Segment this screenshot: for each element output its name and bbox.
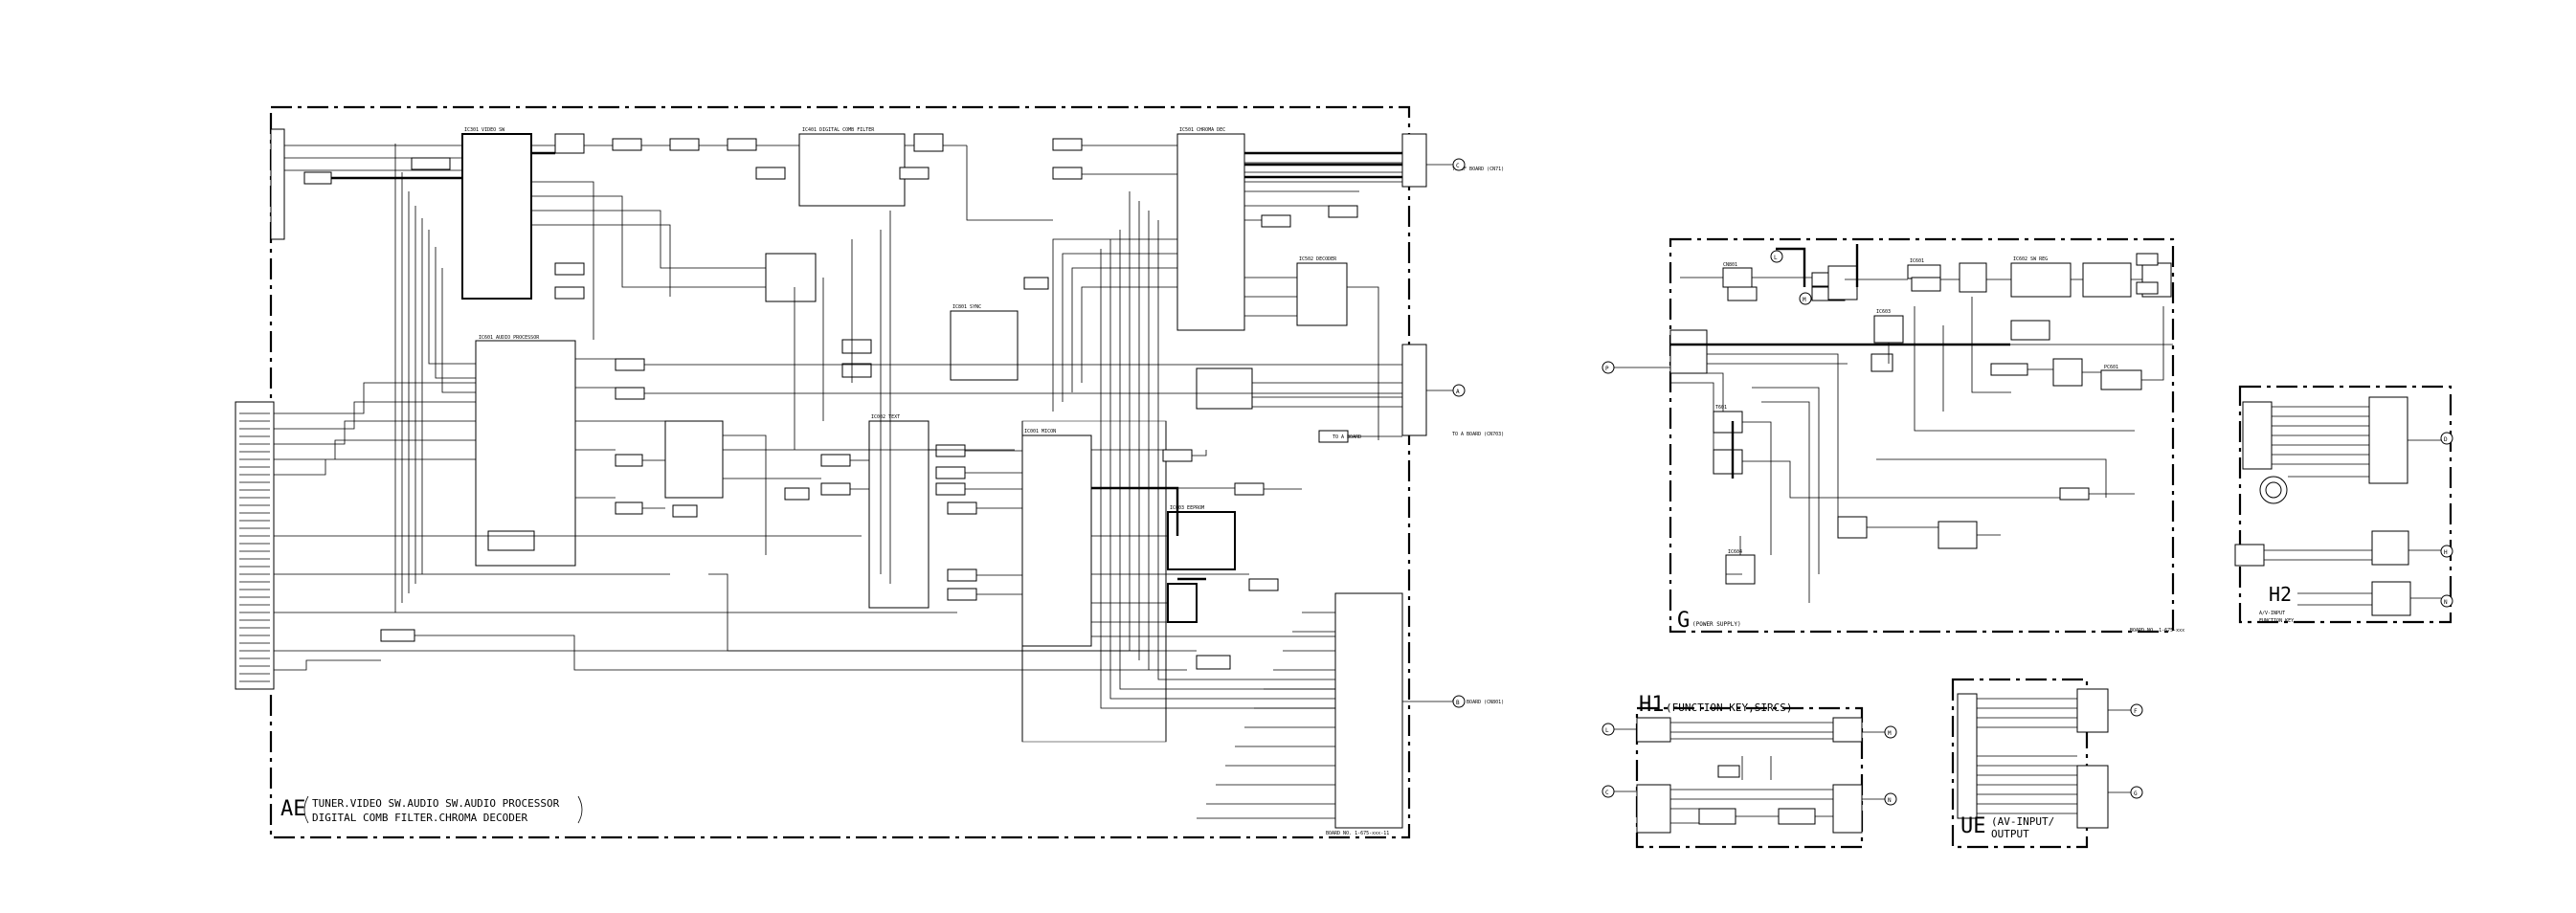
svg-text:M: M — [1888, 730, 1892, 737]
h2-connector-d — [2368, 396, 2408, 484]
connector-b: B — [1402, 695, 1466, 708]
svg-text:IC501 CHROMA DEC: IC501 CHROMA DEC — [1179, 127, 1225, 133]
ic-eeprom — [1167, 511, 1236, 570]
connector-n2: N — [1862, 792, 1897, 806]
ae-connector-a — [1401, 344, 1427, 436]
ae-board-title-2: DIGITAL COMB FILTER.CHROMA DECODER — [312, 812, 528, 824]
connector-f: F — [2108, 703, 2143, 717]
ic-sync — [950, 310, 1019, 381]
connector-g2: G — [2108, 786, 2143, 799]
audio-reset-box — [487, 530, 535, 551]
g-board: CN801 IC601 IC602 SW REG IC603 T601 IC60… — [1602, 237, 2184, 634]
ue-board: UE (AV-INPUT/ OUTPUT F G — [1951, 678, 2143, 849]
g-left-connector — [1669, 329, 1708, 374]
ae-board-code: AE — [280, 797, 306, 821]
ue-board-code: UE — [1960, 814, 1986, 838]
connector-m: M — [1799, 292, 1812, 305]
connector-c2: C — [1602, 785, 1637, 798]
h2-board: H2 A/V-INPUT FUNCTION KEY D H N — [2234, 385, 2453, 624]
svg-text:B: B — [1456, 700, 1460, 706]
connector-p: P — [1602, 361, 1670, 374]
svg-text:IC401 DIGITAL COMB FILTER: IC401 DIGITAL COMB FILTER — [802, 127, 875, 133]
ic-dac — [1196, 367, 1253, 410]
ae-left-connector — [235, 401, 275, 690]
svg-text:BOARD NO. 1-675-xxx: BOARD NO. 1-675-xxx — [2130, 628, 2184, 634]
ic-buffer2 — [913, 133, 944, 152]
svg-text:IC601: IC601 — [1910, 258, 1924, 264]
svg-text:BOARD NO. 1-675-xxx-11: BOARD NO. 1-675-xxx-11 — [1326, 831, 1389, 836]
h1-board-code: H1 — [1639, 693, 1665, 717]
svg-text:TO A BOARD: TO A BOARD — [1333, 434, 1361, 440]
ic-reset — [1167, 583, 1198, 623]
svg-text:IC801 SYNC: IC801 SYNC — [952, 304, 981, 310]
tuner-block — [270, 128, 285, 240]
svg-text:P: P — [1605, 366, 1609, 372]
svg-text:FUNCTION KEY: FUNCTION KEY — [2259, 618, 2294, 624]
svg-text:IC601 AUDIO PROCESSOR: IC601 AUDIO PROCESSOR — [479, 335, 540, 341]
ic-system-micon — [1021, 434, 1092, 647]
svg-text:IC001 MICON: IC001 MICON — [1024, 429, 1056, 434]
svg-text:IC003 EEPROM: IC003 EEPROM — [1170, 505, 1204, 511]
h1-board-title: (FUNCTION KEY,SIRCS) — [1666, 701, 1792, 714]
connector-c-top: C — [1426, 158, 1466, 171]
svg-text:M: M — [1803, 297, 1806, 303]
ic-comb-filter — [798, 133, 906, 207]
svg-text:IC603: IC603 — [1876, 309, 1891, 315]
connector-n: N — [2440, 594, 2453, 608]
ue-board-title-2: OUTPUT — [1991, 828, 2029, 840]
ic-text-decoder — [868, 420, 930, 609]
svg-text:F: F — [2134, 708, 2138, 715]
svg-text:N: N — [1888, 797, 1892, 804]
svg-text:G: G — [2134, 791, 2138, 797]
g-board-code: G — [1677, 609, 1690, 633]
ae-board: IC301 VIDEO SW IC601 AUDIO PROCESSOR IC4… — [235, 105, 1504, 839]
svg-text:D: D — [2444, 436, 2448, 443]
svg-text:C: C — [1456, 163, 1460, 169]
h2-connector-n — [2371, 581, 2411, 616]
ic-pll — [765, 253, 817, 302]
connector-a: A — [1426, 384, 1466, 397]
svg-text:TO A BOARD (CN703): TO A BOARD (CN703) — [1452, 432, 1504, 437]
svg-text:TO CF BOARD (CN71): TO CF BOARD (CN71) — [1452, 167, 1504, 172]
ae-connector-c — [1401, 133, 1427, 188]
svg-text:C: C — [1605, 790, 1609, 796]
svg-text:A/V-INPUT: A/V-INPUT — [2259, 611, 2285, 616]
svg-text:CN801: CN801 — [1723, 262, 1737, 268]
ae-board-title-1: TUNER.VIDEO SW.AUDIO SW.AUDIO PROCESSOR — [312, 797, 560, 810]
svg-text:IC301 VIDEO SW: IC301 VIDEO SW — [464, 127, 505, 133]
svg-text:IC002 TEXT: IC002 TEXT — [871, 414, 900, 420]
connector-h: H — [2440, 545, 2453, 558]
svg-text:L: L — [1605, 727, 1609, 734]
svg-text:L: L — [1774, 255, 1778, 261]
svg-text:IC502 DECODER: IC502 DECODER — [1299, 256, 1337, 262]
ic-chroma-decoder — [1176, 133, 1245, 331]
svg-text:TO G BOARD (CN801): TO G BOARD (CN801) — [1452, 700, 1504, 705]
h1-board: H1 (FUNCTION KEY,SIRCS) L M C N — [1602, 693, 1897, 849]
svg-text:IC602 SW REG: IC602 SW REG — [2013, 256, 2048, 262]
ae-right-connector — [1334, 592, 1403, 829]
svg-text:H: H — [2444, 549, 2448, 556]
connector-d: D — [2440, 432, 2453, 445]
connector-m2: M — [1862, 725, 1897, 739]
svg-text:T601: T601 — [1715, 405, 1727, 411]
ic-buffer1 — [554, 133, 585, 154]
h2-board-code: H2 — [2269, 583, 2292, 606]
svg-text:A: A — [1456, 389, 1460, 395]
svg-text:IC604: IC604 — [1728, 549, 1742, 555]
svg-text:N: N — [2444, 599, 2448, 606]
connector-l2: L — [1602, 723, 1637, 736]
svg-text:PC601: PC601 — [2104, 365, 2118, 370]
ic-audio-sw — [664, 420, 724, 499]
ue-board-title-1: (AV-INPUT/ — [1991, 815, 2054, 828]
g-board-title: (POWER SUPPLY) — [1692, 621, 1741, 628]
ic-video-switch — [461, 133, 532, 300]
ic-sub-decoder — [1296, 262, 1348, 326]
ic-audio-processor — [475, 340, 576, 567]
connector-l: L — [1770, 250, 1783, 263]
h2-connector-h — [2371, 530, 2409, 566]
